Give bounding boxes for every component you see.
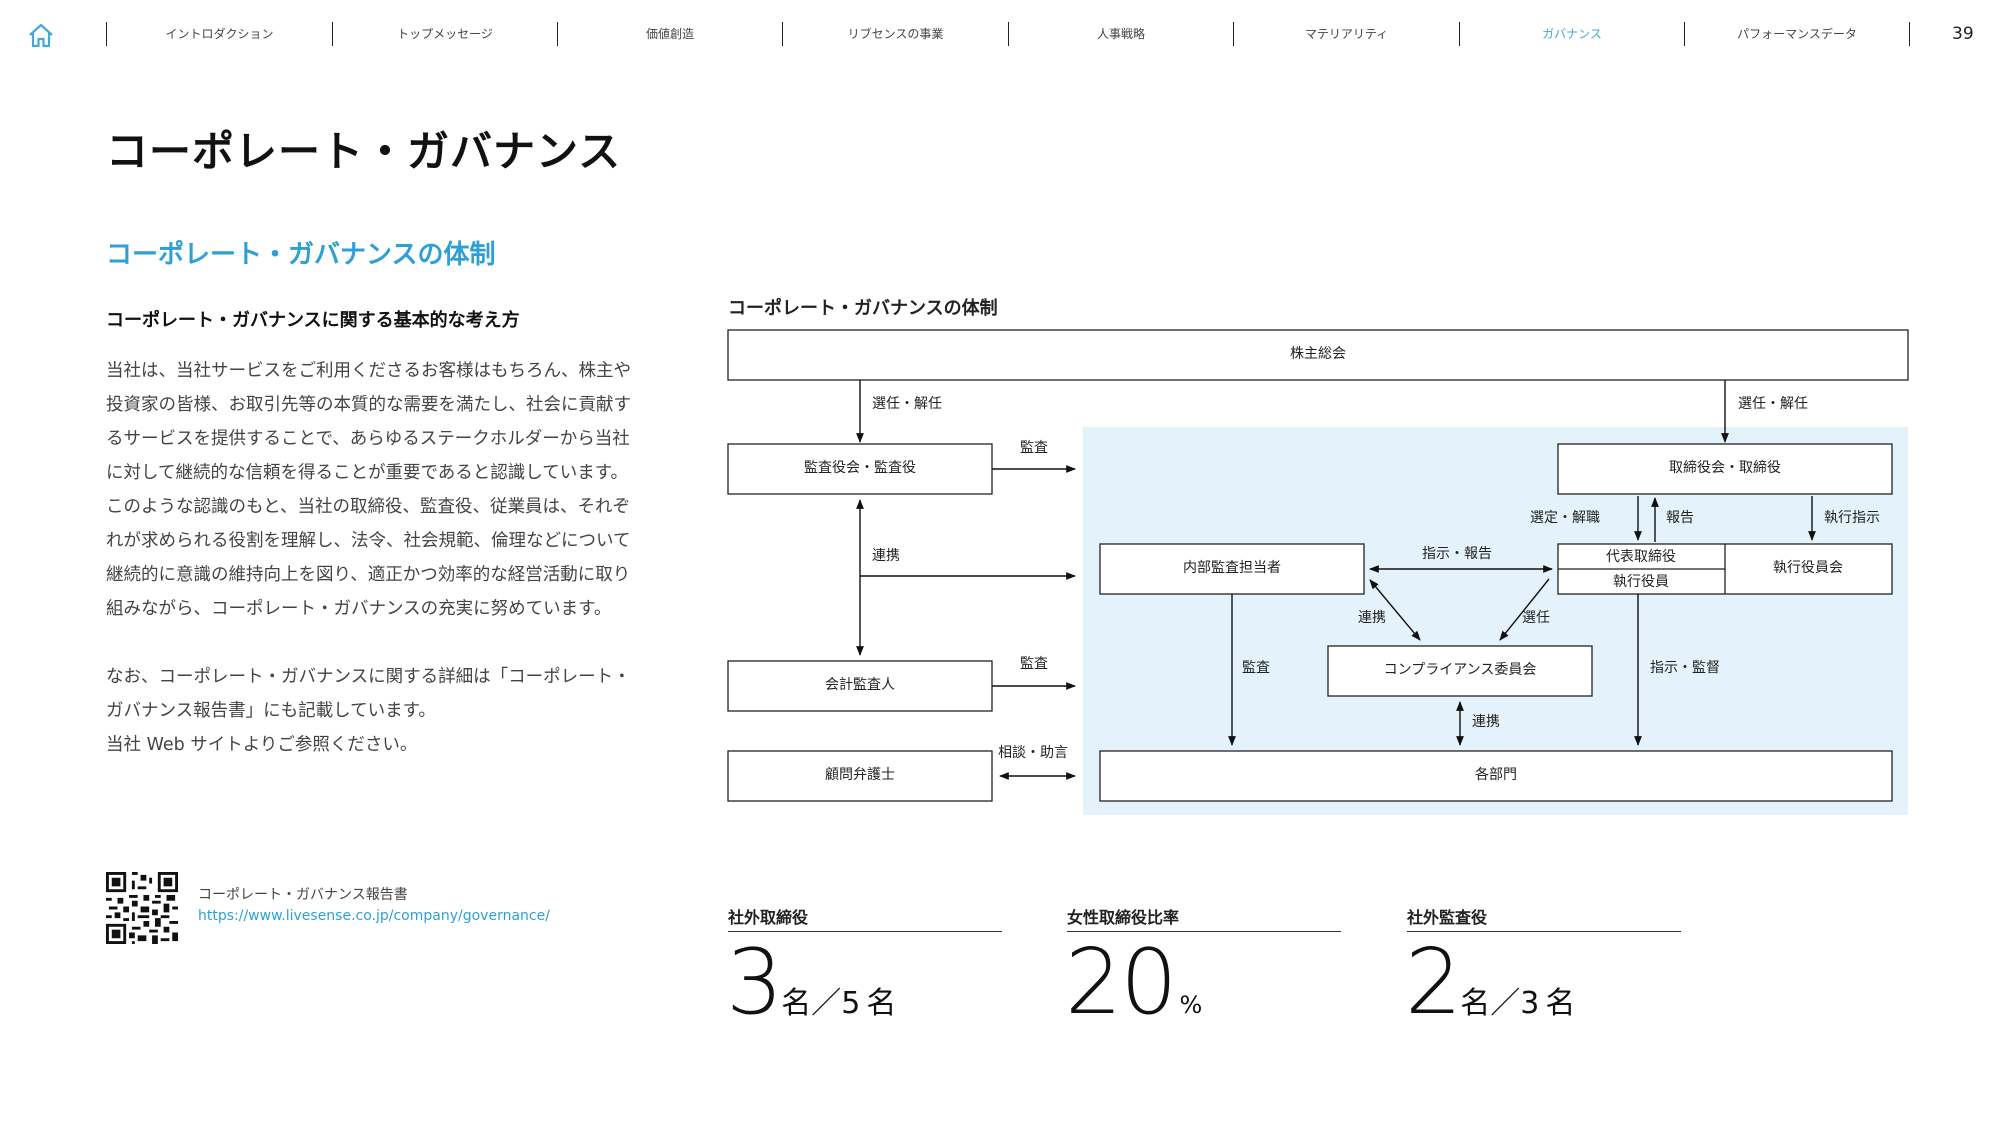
appoint-dismiss-label: 選定・解職	[1530, 510, 1600, 526]
lawyer-box	[727, 750, 993, 802]
instruct-supervise-label: 指示・監督	[1650, 659, 1720, 676]
audit-internal-label: 監査	[1242, 659, 1270, 676]
page-title: コーポレート・ガバナンス	[106, 127, 622, 176]
executive-area	[1083, 427, 1908, 815]
body-text: 当社は、当社サービスをご利用くださるお客様はもちろん、株主や 投資家の皆様、お取…	[106, 361, 631, 755]
report-link[interactable]: https://www.livesense.co.jp/company/gove…	[198, 908, 550, 924]
diagram-title: コーポレート・ガバナンスの体制	[728, 298, 998, 319]
nav-divider	[1909, 22, 1910, 46]
accounting-auditor-box	[727, 660, 993, 712]
auditors-label: 監査役会・監査役	[804, 459, 916, 476]
nav-divider	[106, 22, 107, 46]
qr-code-icon[interactable]	[106, 872, 178, 944]
departments-box	[1099, 750, 1893, 802]
cooperate-left-label: 連携	[872, 548, 900, 564]
audit-accounting-label: 監査	[1020, 655, 1048, 672]
accounting-auditor-label: 会計監査人	[825, 676, 895, 693]
nav-divider	[1459, 22, 1460, 46]
stat-rule	[1407, 931, 1681, 932]
compliance-label: コンプライアンス委員会	[1384, 662, 1537, 678]
nav-item-top-message[interactable]: トップメッセージ	[397, 27, 493, 41]
section-title: コーポレート・ガバナンスの体制	[106, 240, 496, 270]
audit-top-label: 監査	[1020, 439, 1048, 456]
board-label: 取締役会・取締役	[1669, 459, 1781, 476]
stat-label-outside-directors: 社外取締役	[728, 908, 809, 927]
sub-heading: コーポレート・ガバナンスに関する基本的な考え方	[106, 310, 520, 331]
cooperate-mid-label: 連携	[1358, 610, 1386, 626]
nav-item-governance[interactable]: ガバナンス	[1542, 27, 1602, 41]
elect-right-label: 選任・解任	[1738, 396, 1808, 412]
nav-item-business[interactable]: リブセンスの事業	[847, 27, 944, 41]
shareholders-label: 株主総会	[1290, 346, 1346, 362]
nav-item-materiality[interactable]: マテリアリティ	[1304, 27, 1389, 41]
exec-instruction-label: 執行指示	[1824, 510, 1880, 526]
exec-committee-label: 執行役員会	[1773, 560, 1843, 576]
internal-audit-label: 内部監査担当者	[1183, 559, 1281, 576]
report-arrow-label: 報告	[1666, 510, 1694, 526]
ceo-exec-box	[1557, 543, 1893, 595]
nav-divider	[1008, 22, 1009, 46]
nav-divider	[332, 22, 333, 46]
compliance-box	[1327, 645, 1593, 697]
departments-label: 各部門	[1475, 767, 1517, 783]
page-number: 39	[1952, 24, 1974, 44]
stat-value-female-director-ratio: 20%	[1065, 930, 1203, 1035]
report-label: コーポレート・ガバナンス報告書	[198, 887, 408, 903]
stat-rule	[728, 931, 1002, 932]
nav-divider	[782, 22, 783, 46]
ceo-label: 代表取締役	[1606, 548, 1676, 565]
shareholders-box	[727, 329, 1909, 381]
nav-item-introduction[interactable]: イントロダクション	[165, 27, 274, 41]
internal-audit-box	[1099, 543, 1365, 595]
home-icon[interactable]	[26, 20, 56, 50]
nav-divider	[557, 22, 558, 46]
nav-item-hr-strategy[interactable]: 人事戦略	[1096, 27, 1145, 41]
lawyer-label: 顧問弁護士	[825, 767, 895, 783]
elect-left-label: 選任・解任	[872, 396, 942, 412]
nav-item-performance-data[interactable]: パフォーマンスデータ	[1737, 27, 1857, 41]
exec-officers-label: 執行役員	[1613, 574, 1669, 590]
auditors-box	[727, 443, 993, 495]
board-box	[1557, 443, 1893, 495]
stat-label-female-director-ratio: 女性取締役比率	[1067, 908, 1180, 927]
instruct-report-label: 指示・報告	[1422, 546, 1492, 562]
nav-divider	[1684, 22, 1685, 46]
nav-item-value-creation[interactable]: 価値創造	[645, 27, 694, 41]
consult-label: 相談・助言	[998, 745, 1068, 761]
nav-divider	[1233, 22, 1234, 46]
cooperate-bottom-label: 連携	[1472, 714, 1500, 730]
appoint-label: 選任	[1522, 610, 1550, 626]
stat-rule	[1067, 931, 1341, 932]
stat-label-outside-auditors: 社外監査役	[1407, 908, 1488, 927]
